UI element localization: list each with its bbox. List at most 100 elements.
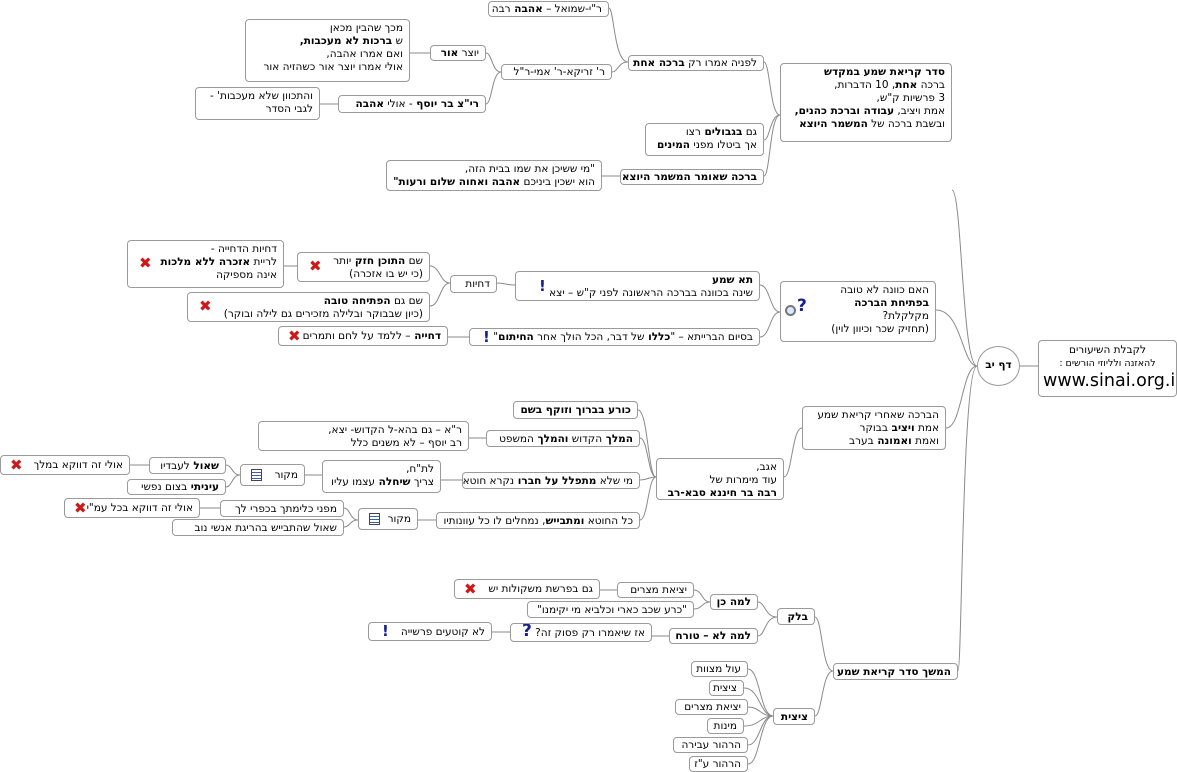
question-icon: ? bbox=[522, 623, 532, 641]
hitkaven-line1: והתכוון שלא מעכבות' - bbox=[210, 90, 313, 102]
question-icon: ? bbox=[797, 296, 807, 316]
mikach-line2: ש ברכות לא מעכבות, bbox=[299, 35, 403, 47]
no-break-node[interactable]: לא קוטעים פרשייה ! bbox=[368, 622, 492, 641]
pray-for-friend-node[interactable]: מי שלא מתפלל על חברו נקרא חוטא bbox=[462, 472, 640, 489]
temple-order-line1: ברכה אחת, 10 הדברות, bbox=[834, 79, 945, 91]
exclamation-icon: ! bbox=[539, 277, 546, 295]
balak-node[interactable]: בלק bbox=[777, 608, 815, 625]
rabba-sayings-node[interactable]: אגב, עוד מימרות של רבה בר חיננא סבא-רב bbox=[656, 458, 784, 500]
yotzer-node[interactable]: יוצר אור bbox=[430, 45, 486, 61]
zrika-node[interactable]: ר' זריקא-ר' אמי-ר"ל bbox=[501, 64, 612, 80]
continue-shema-node[interactable]: המשך סדר קריאת שמע bbox=[833, 663, 958, 680]
scholar-line2: צריך שיחלה עצמו עליו bbox=[331, 476, 434, 488]
ra-yosef-line1: ר"א – גם בהא-ל הקדוש- יצא, bbox=[328, 424, 462, 436]
tzitzit-item-yoke[interactable]: עול מצוות bbox=[691, 661, 748, 677]
why-yes-node[interactable]: למה כן bbox=[710, 594, 758, 610]
shame-atone-node[interactable]: מפני כלימתך בכפרי לך bbox=[220, 500, 344, 517]
all-israel-node[interactable]: אולי זה דווקא בכל עמ"י ✖ bbox=[64, 498, 200, 518]
ta-shma-text: שינה בכוונה בברכה הראשונה לפני ק"ש – יצא bbox=[549, 287, 753, 299]
rabba-line2: עוד מימרות של bbox=[709, 474, 777, 486]
tzitzit-item-tzitzit[interactable]: ציצית bbox=[709, 680, 744, 696]
tzitzit-node[interactable]: ציצית bbox=[773, 708, 815, 725]
shamed-sinner-node[interactable]: כל החוטא ומתבייש, נמחלים לו כל עוונותיו bbox=[436, 512, 640, 529]
cross-icon: ✖ bbox=[309, 257, 322, 275]
magnifier-icon bbox=[785, 305, 796, 316]
exclamation-icon: ! bbox=[382, 622, 389, 640]
cross-icon: ✖ bbox=[464, 580, 477, 598]
good-opening-node[interactable]: שם גם הפתיחה טובה (כיון שבבוקר ובלילה מז… bbox=[187, 292, 430, 322]
shaul-servants-node[interactable]: שאול לעבדיו bbox=[149, 457, 226, 474]
fasting-node[interactable]: עיניתי בצום נפשי bbox=[127, 479, 226, 495]
tzitzit-item-heresy[interactable]: מינות bbox=[707, 718, 744, 734]
cross-icon: ✖ bbox=[74, 499, 87, 517]
info-url[interactable]: www.sinai.org.il bbox=[1043, 371, 1177, 391]
after-shema-line1: הברכה שאחרי קריאת שמע bbox=[817, 409, 939, 421]
temple-order-node[interactable]: סדר קריאת שמע במקדש ברכה אחת, 10 הדברות,… bbox=[780, 63, 952, 142]
rabba-line3: רבה בר חיננא סבא-רב bbox=[667, 487, 777, 499]
scholar-node[interactable]: לת"ח, צריך שיחלה עצמו עליו bbox=[322, 460, 441, 493]
why-not-node[interactable]: למה לא – טורח bbox=[669, 628, 758, 644]
mi-shishken-node[interactable]: "מי ששיכן את שמו בבית הזה, הוא ישכין בינ… bbox=[386, 160, 602, 191]
outgoing-watch-node[interactable]: ברכה שאומר המשמר היוצא bbox=[620, 169, 764, 185]
info-line1: לקבלת השיעורים bbox=[1068, 344, 1147, 356]
weights-node[interactable]: גם בפרשת משקולות יש ✖ bbox=[454, 579, 600, 599]
baraita-ending-node[interactable]: בסיום הברייתא – "כללו של דבר, הכל הולך א… bbox=[469, 328, 760, 346]
bow-node[interactable]: כורע בברוך וזוקף בשם bbox=[513, 401, 638, 419]
source-node-1[interactable]: מקור bbox=[240, 464, 305, 486]
gvulim-node[interactable]: גם בגבולים רצו אך ביטלו מפני המינים bbox=[645, 123, 764, 156]
bread-dates-node[interactable]: דחייה – ללמד על לחם ותמרים ✖ bbox=[278, 326, 448, 346]
exclamation-icon: ! bbox=[483, 328, 490, 346]
mi-shishken-line1: "מי ששיכן את שמו בבית הזה, bbox=[464, 163, 595, 175]
after-shema-node[interactable]: הברכה שאחרי קריאת שמע אמת ויציב בבוקר וא… bbox=[802, 406, 946, 450]
shaul-nov-node[interactable]: שאול שהתבייש בהריגת אנשי נוב bbox=[172, 519, 344, 536]
dchiyot-node[interactable]: דחיות bbox=[450, 275, 497, 293]
ta-shma-title: תא שמע bbox=[711, 274, 753, 286]
mikach-line1: מכך שהבין מכאן bbox=[329, 22, 403, 34]
good-opening-line1: שם גם הפתיחה טובה bbox=[323, 295, 423, 307]
bad-intent-node[interactable]: האם כוונה לא טובה בפתיחת הברכה מקלקלת? (… bbox=[780, 281, 936, 342]
good-opening-line2: (כיון שבבוקר ובלילה מזכירים גם לילה ובוק… bbox=[223, 308, 423, 320]
one-blessing-node[interactable]: לפניה אמרו רק ברכה אחת bbox=[628, 55, 764, 71]
shmuel-node[interactable]: ר"י-שמואל – אהבה רבה bbox=[488, 1, 609, 17]
cross-icon: ✖ bbox=[10, 456, 23, 474]
source-node-2[interactable]: מקור bbox=[358, 508, 418, 530]
hitkaven-node[interactable]: והתכוון שלא מעכבות' - לגבי הסדר bbox=[195, 87, 320, 120]
cross-icon: ✖ bbox=[139, 254, 152, 272]
temple-order-title: סדר קריאת שמע במקדש bbox=[824, 66, 945, 78]
tzitzit-item-exodus[interactable]: יציאת מצרים bbox=[675, 699, 748, 715]
ritz-node[interactable]: רי"צ בר יוסף - אולי אהבה bbox=[338, 95, 486, 113]
document-icon bbox=[369, 513, 380, 525]
after-shema-line2: אמת ויציב בבוקר bbox=[859, 422, 939, 434]
gvulim-line2: אך ביטלו מפני המינים bbox=[656, 139, 757, 151]
after-shema-line3: ואמת ואמונה בערב bbox=[849, 435, 939, 447]
holy-king-node[interactable]: המלך הקדוש והמלך המשפט bbox=[486, 430, 640, 447]
ta-shma-node[interactable]: תא שמע שינה בכוונה בברכה הראשונה לפני ק"… bbox=[515, 271, 760, 301]
ra-yosef-node[interactable]: ר"א – גם בהא-ל הקדוש- יצא, רב יוסף – לא … bbox=[258, 421, 469, 451]
tzitzit-item-idol-thought[interactable]: הרהור ע"ז bbox=[689, 756, 748, 772]
scholar-line1: לת"ח, bbox=[406, 463, 434, 475]
mikach-node[interactable]: מכך שהבין מכאן ש ברכות לא מעכבות, ואם אמ… bbox=[245, 19, 410, 82]
mikach-line3: ואם אמרו אהבה, bbox=[326, 48, 403, 60]
central-topic[interactable]: דף יב bbox=[977, 346, 1020, 386]
temple-order-line3: אמת ויציב, עבודה וברכת כהנים, bbox=[794, 105, 945, 117]
only-verse-node[interactable]: אז שיאמרו רק פסוק זה? ? bbox=[510, 623, 652, 642]
ra-yosef-line2: רב יוסף – לא משנים כלל bbox=[350, 437, 462, 449]
crouched-lion-node[interactable]: "כרע שכב כארי וכלביא מי יקימנו" bbox=[527, 601, 694, 618]
exodus-node-1[interactable]: יציאת מצרים bbox=[617, 582, 694, 598]
cross-icon: ✖ bbox=[288, 327, 301, 345]
rejection-line3: אינה מספיקה bbox=[216, 269, 277, 281]
rabba-line1: אגב, bbox=[756, 461, 777, 473]
temple-order-line2: 3 פרשיות ק"ש, bbox=[876, 92, 945, 104]
info-line2: להאזנה ולליוזי הורשים : bbox=[1059, 358, 1156, 369]
bad-intent-line3: מקלקלת? bbox=[882, 310, 929, 322]
strong-content-node[interactable]: שם התוכן חזק יותר (כי יש בו אזכרה) ✖ bbox=[297, 252, 430, 282]
bad-intent-line1: האם כוונה לא טובה bbox=[840, 284, 929, 296]
bad-intent-line4: (תחזיק שכר וכיוון לוין) bbox=[831, 323, 929, 335]
tzitzit-item-sin-thought[interactable]: הרהור עבירה bbox=[673, 737, 748, 753]
document-icon bbox=[251, 469, 262, 481]
only-king-node[interactable]: אולי זה דווקא במלך ✖ bbox=[0, 455, 130, 475]
rejection-note-node[interactable]: דחיות הדחייה - לריית אזכרה ללא מלכות אינ… bbox=[127, 240, 284, 288]
rejection-line1: דחיות הדחייה - bbox=[210, 243, 277, 255]
